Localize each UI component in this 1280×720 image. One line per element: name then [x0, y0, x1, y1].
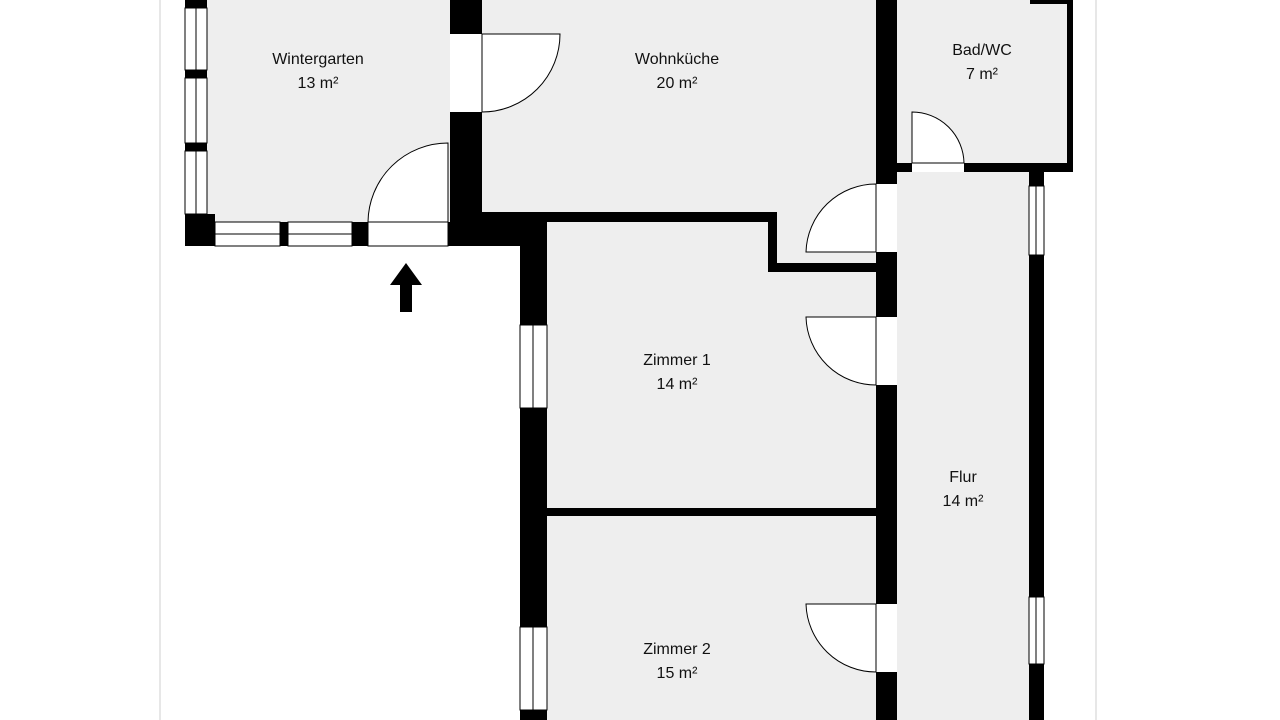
- wall: [520, 408, 547, 627]
- room-name-bad: Bad/WC: [952, 42, 1012, 59]
- wall: [897, 163, 912, 172]
- door-swing: [911, 111, 965, 164]
- door-opening: [876, 604, 897, 672]
- wall: [482, 212, 777, 222]
- room-floor-flur: [897, 172, 1029, 720]
- door-swing: [805, 183, 877, 253]
- room-name-zimmer2: Zimmer 2: [643, 641, 711, 658]
- wall: [768, 212, 777, 272]
- room-area-zimmer2: 15 m²: [657, 665, 699, 682]
- entrance-threshold: [367, 221, 449, 247]
- wall: [450, 0, 482, 34]
- wall: [520, 222, 547, 325]
- wall: [876, 672, 897, 720]
- wall: [876, 252, 897, 317]
- wall: [1029, 664, 1044, 720]
- wall: [1029, 172, 1044, 186]
- wall: [185, 0, 207, 8]
- door-swing: [805, 316, 877, 386]
- wall: [185, 214, 215, 246]
- room-area-zimmer1: 14 m²: [657, 376, 699, 393]
- door-opening: [876, 317, 897, 385]
- door-opening: [876, 184, 897, 252]
- door-opening: [450, 34, 482, 112]
- wall: [450, 112, 482, 224]
- room-name-wohnkueche: Wohnküche: [635, 51, 719, 68]
- room-area-bad: 7 m²: [966, 66, 999, 83]
- room-area-wintergarten: 13 m²: [298, 75, 340, 92]
- room-floor-wohnkueche: [482, 0, 876, 212]
- arrow-up-icon: [390, 263, 422, 312]
- wall: [520, 710, 547, 720]
- room-name-wintergarten: Wintergarten: [272, 51, 364, 68]
- wall: [352, 222, 368, 246]
- wall: [280, 222, 288, 246]
- wall: [185, 143, 207, 151]
- door-opening: [912, 163, 964, 172]
- wall: [964, 163, 1073, 172]
- door-swing: [367, 142, 449, 223]
- wall: [185, 70, 207, 78]
- room-name-zimmer1: Zimmer 1: [643, 352, 711, 369]
- wall: [876, 0, 897, 184]
- wall: [1029, 255, 1044, 597]
- wall: [547, 508, 876, 516]
- room-area-flur: 14 m²: [943, 493, 985, 510]
- door-swing: [481, 33, 561, 113]
- wall: [1030, 0, 1073, 4]
- wall: [768, 263, 876, 272]
- wall: [1067, 0, 1073, 172]
- door-swing: [805, 603, 877, 673]
- wall: [876, 385, 897, 604]
- room-area-wohnkueche: 20 m²: [657, 75, 699, 92]
- room-name-flur: Flur: [949, 469, 977, 486]
